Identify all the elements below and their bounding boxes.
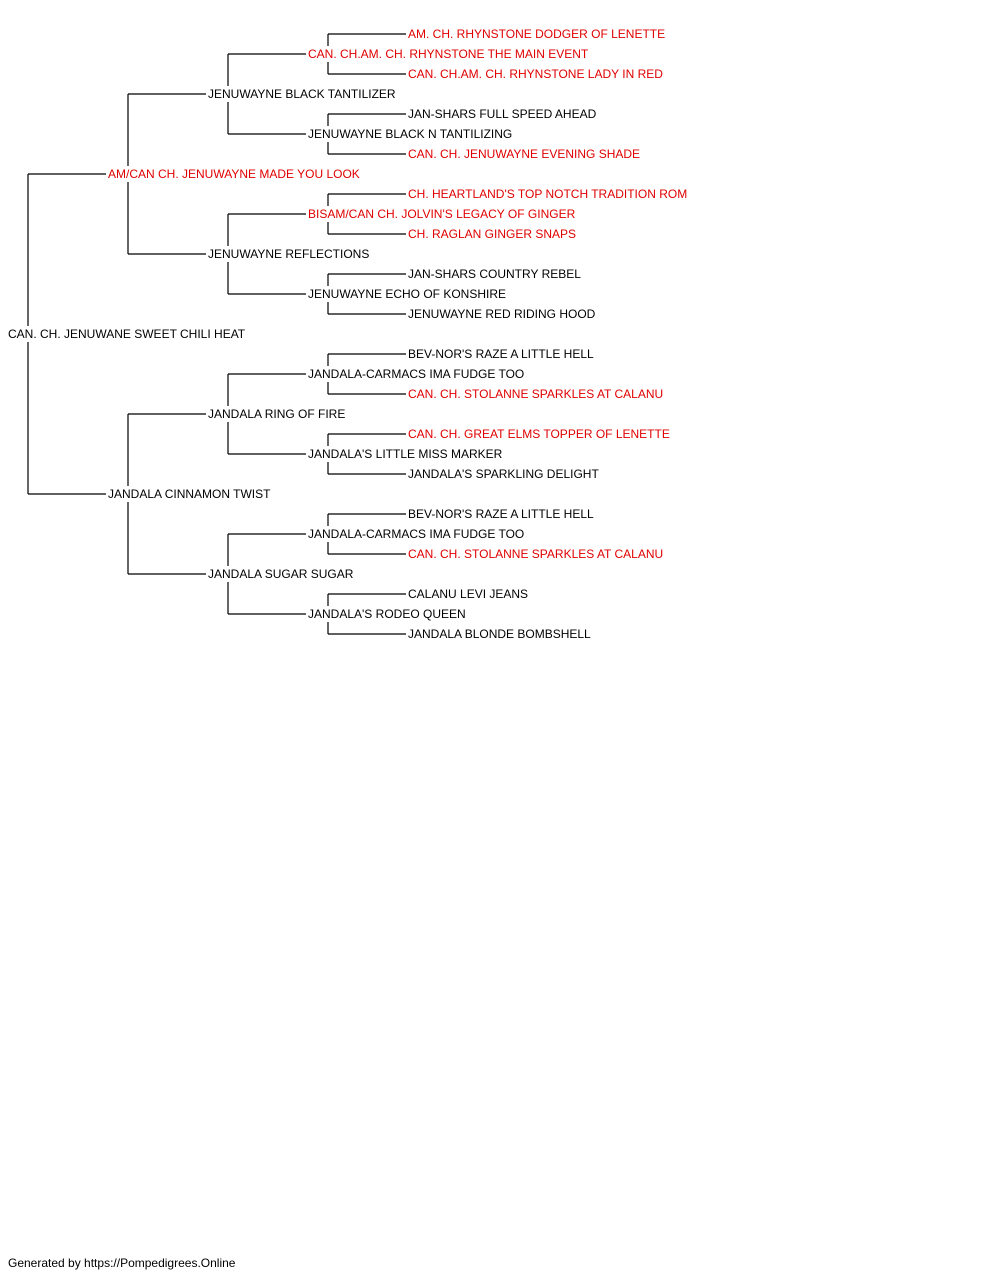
- ancestor-name-gen4[interactable]: CALANU LEVI JEANS: [408, 587, 528, 601]
- ancestor-name-gen4[interactable]: JANDALA'S SPARKLING DELIGHT: [408, 467, 599, 481]
- ancestor-name-gen0[interactable]: CAN. CH. JENUWANE SWEET CHILI HEAT: [8, 327, 246, 341]
- ancestor-name-gen3[interactable]: JENUWAYNE BLACK N TANTILIZING: [308, 127, 512, 141]
- ancestor-name-gen1[interactable]: JANDALA CINNAMON TWIST: [108, 487, 271, 501]
- ancestor-name-gen4[interactable]: BEV-NOR'S RAZE A LITTLE HELL: [408, 347, 594, 361]
- ancestor-name-gen2[interactable]: JANDALA RING OF FIRE: [208, 407, 345, 421]
- ancestor-name-gen3[interactable]: JANDALA-CARMACS IMA FUDGE TOO: [308, 367, 524, 381]
- ancestor-name-gen4[interactable]: JENUWAYNE RED RIDING HOOD: [408, 307, 596, 321]
- ancestor-name-gen4[interactable]: AM. CH. RHYNSTONE DODGER OF LENETTE: [408, 27, 665, 41]
- ancestor-name-gen4[interactable]: JANDALA BLONDE BOMBSHELL: [408, 627, 591, 641]
- footer-credit: Generated by https://Pompedigrees.Online: [8, 1256, 236, 1270]
- ancestor-name-gen3[interactable]: JANDALA'S RODEO QUEEN: [308, 607, 466, 621]
- ancestor-name-gen3[interactable]: BISAM/CAN CH. JOLVIN'S LEGACY OF GINGER: [308, 207, 576, 221]
- ancestor-name-gen4[interactable]: JAN-SHARS FULL SPEED AHEAD: [408, 107, 597, 121]
- ancestor-name-gen2[interactable]: JENUWAYNE BLACK TANTILIZER: [208, 87, 396, 101]
- ancestor-name-gen4[interactable]: CAN. CH.AM. CH. RHYNSTONE LADY IN RED: [408, 67, 663, 81]
- ancestor-name-gen2[interactable]: JANDALA SUGAR SUGAR: [208, 567, 354, 581]
- ancestor-name-gen3[interactable]: JENUWAYNE ECHO OF KONSHIRE: [308, 287, 506, 301]
- ancestor-name-gen4[interactable]: JAN-SHARS COUNTRY REBEL: [408, 267, 581, 281]
- ancestor-name-gen1[interactable]: AM/CAN CH. JENUWAYNE MADE YOU LOOK: [108, 167, 360, 181]
- ancestor-name-gen3[interactable]: JANDALA-CARMACS IMA FUDGE TOO: [308, 527, 524, 541]
- ancestor-name-gen4[interactable]: CAN. CH. STOLANNE SPARKLES AT CALANU: [408, 387, 663, 401]
- ancestor-name-gen4[interactable]: BEV-NOR'S RAZE A LITTLE HELL: [408, 507, 594, 521]
- ancestor-name-gen4[interactable]: CAN. CH. STOLANNE SPARKLES AT CALANU: [408, 547, 663, 561]
- ancestor-name-gen4[interactable]: CH. RAGLAN GINGER SNAPS: [408, 227, 576, 241]
- ancestor-name-gen3[interactable]: JANDALA'S LITTLE MISS MARKER: [308, 447, 503, 461]
- ancestor-name-gen3[interactable]: CAN. CH.AM. CH. RHYNSTONE THE MAIN EVENT: [308, 47, 589, 61]
- ancestor-name-gen2[interactable]: JENUWAYNE REFLECTIONS: [208, 247, 369, 261]
- ancestor-name-gen4[interactable]: CH. HEARTLAND'S TOP NOTCH TRADITION ROM: [408, 187, 687, 201]
- ancestor-name-gen4[interactable]: CAN. CH. JENUWAYNE EVENING SHADE: [408, 147, 640, 161]
- ancestor-name-gen4[interactable]: CAN. CH. GREAT ELMS TOPPER OF LENETTE: [408, 427, 670, 441]
